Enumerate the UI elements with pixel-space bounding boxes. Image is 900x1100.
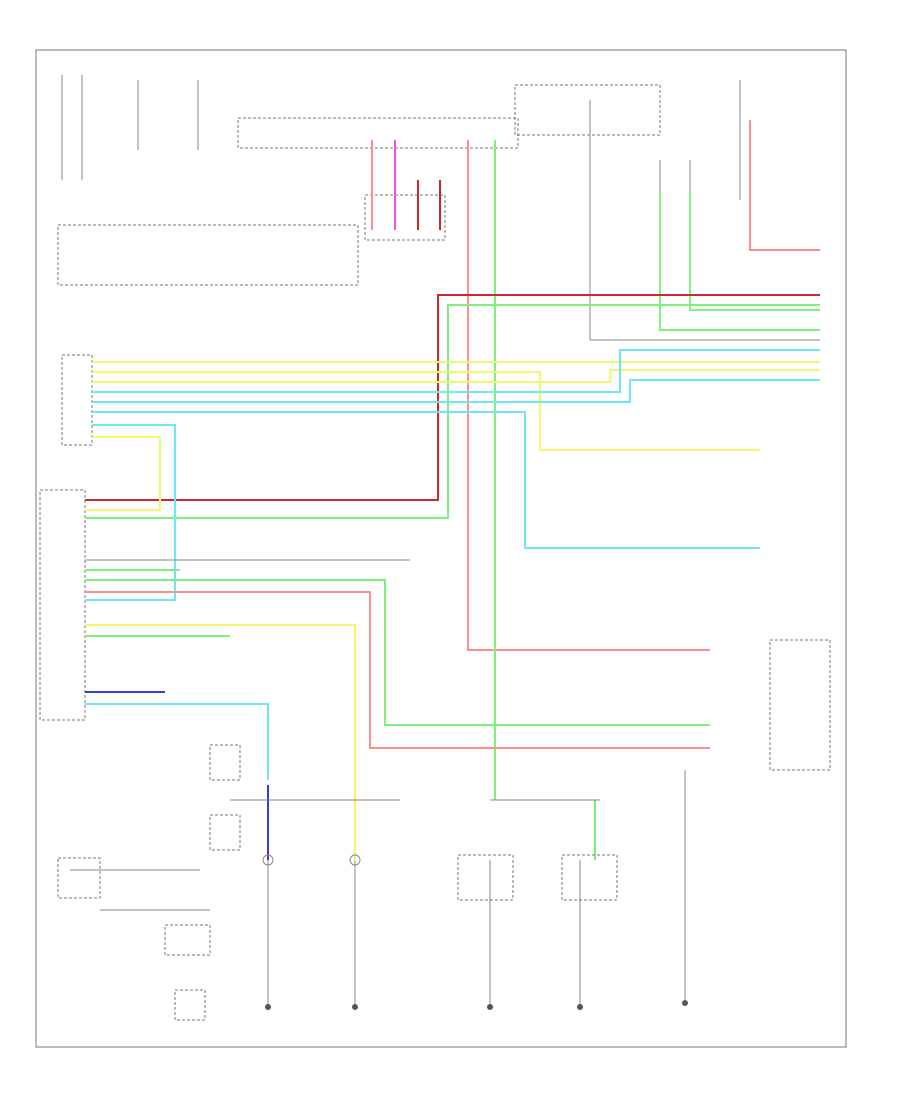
relay-left-2 (209, 814, 241, 851)
wire-yellow-out-1 (85, 624, 356, 860)
control-module-left (39, 489, 86, 721)
wire-cyan-out (85, 703, 269, 780)
lamp-assemblies (57, 639, 831, 1021)
bulb-1 (262, 854, 274, 866)
wire-yellow-4 (85, 436, 161, 511)
ground-1 (265, 1004, 271, 1010)
wire-dark-red-bus (85, 294, 820, 501)
wire-cyan-2 (92, 379, 820, 403)
wire-yellow-2 (92, 371, 760, 451)
switch-box-left (57, 857, 101, 899)
relay-top-right (514, 84, 661, 136)
wire-cyan-1 (92, 349, 820, 393)
bulb-2 (349, 854, 361, 866)
lamp-box-2 (561, 854, 618, 901)
wire-red-right (749, 120, 820, 251)
wire-green-right-2 (689, 190, 820, 311)
diagram-frame (35, 49, 847, 1048)
wire-green-out-2 (85, 579, 710, 726)
top-fuse-block (57, 75, 741, 340)
right-module-box (769, 639, 831, 771)
connector-left-upper (61, 354, 93, 446)
sensor-box (164, 924, 211, 956)
lamp-box-1 (457, 854, 514, 901)
ground-points (265, 1000, 688, 1010)
fuse-box-left (57, 224, 359, 286)
wire-cyan-4 (85, 424, 176, 601)
ground-5 (682, 1000, 688, 1006)
wire-red-long (467, 140, 710, 651)
connector-block-center (364, 194, 446, 241)
wire-yellow-3 (92, 369, 820, 383)
relay-bottom-left (174, 989, 206, 1021)
wire-red-out-1 (85, 591, 710, 749)
ground-2 (352, 1004, 358, 1010)
wire-green-right (659, 190, 820, 331)
ground-4 (577, 1004, 583, 1010)
wire-cyan-3 (92, 411, 760, 549)
junction-block (237, 117, 519, 149)
relay-left-1 (209, 744, 241, 781)
wires (70, 120, 820, 1005)
ground-3 (487, 1004, 493, 1010)
